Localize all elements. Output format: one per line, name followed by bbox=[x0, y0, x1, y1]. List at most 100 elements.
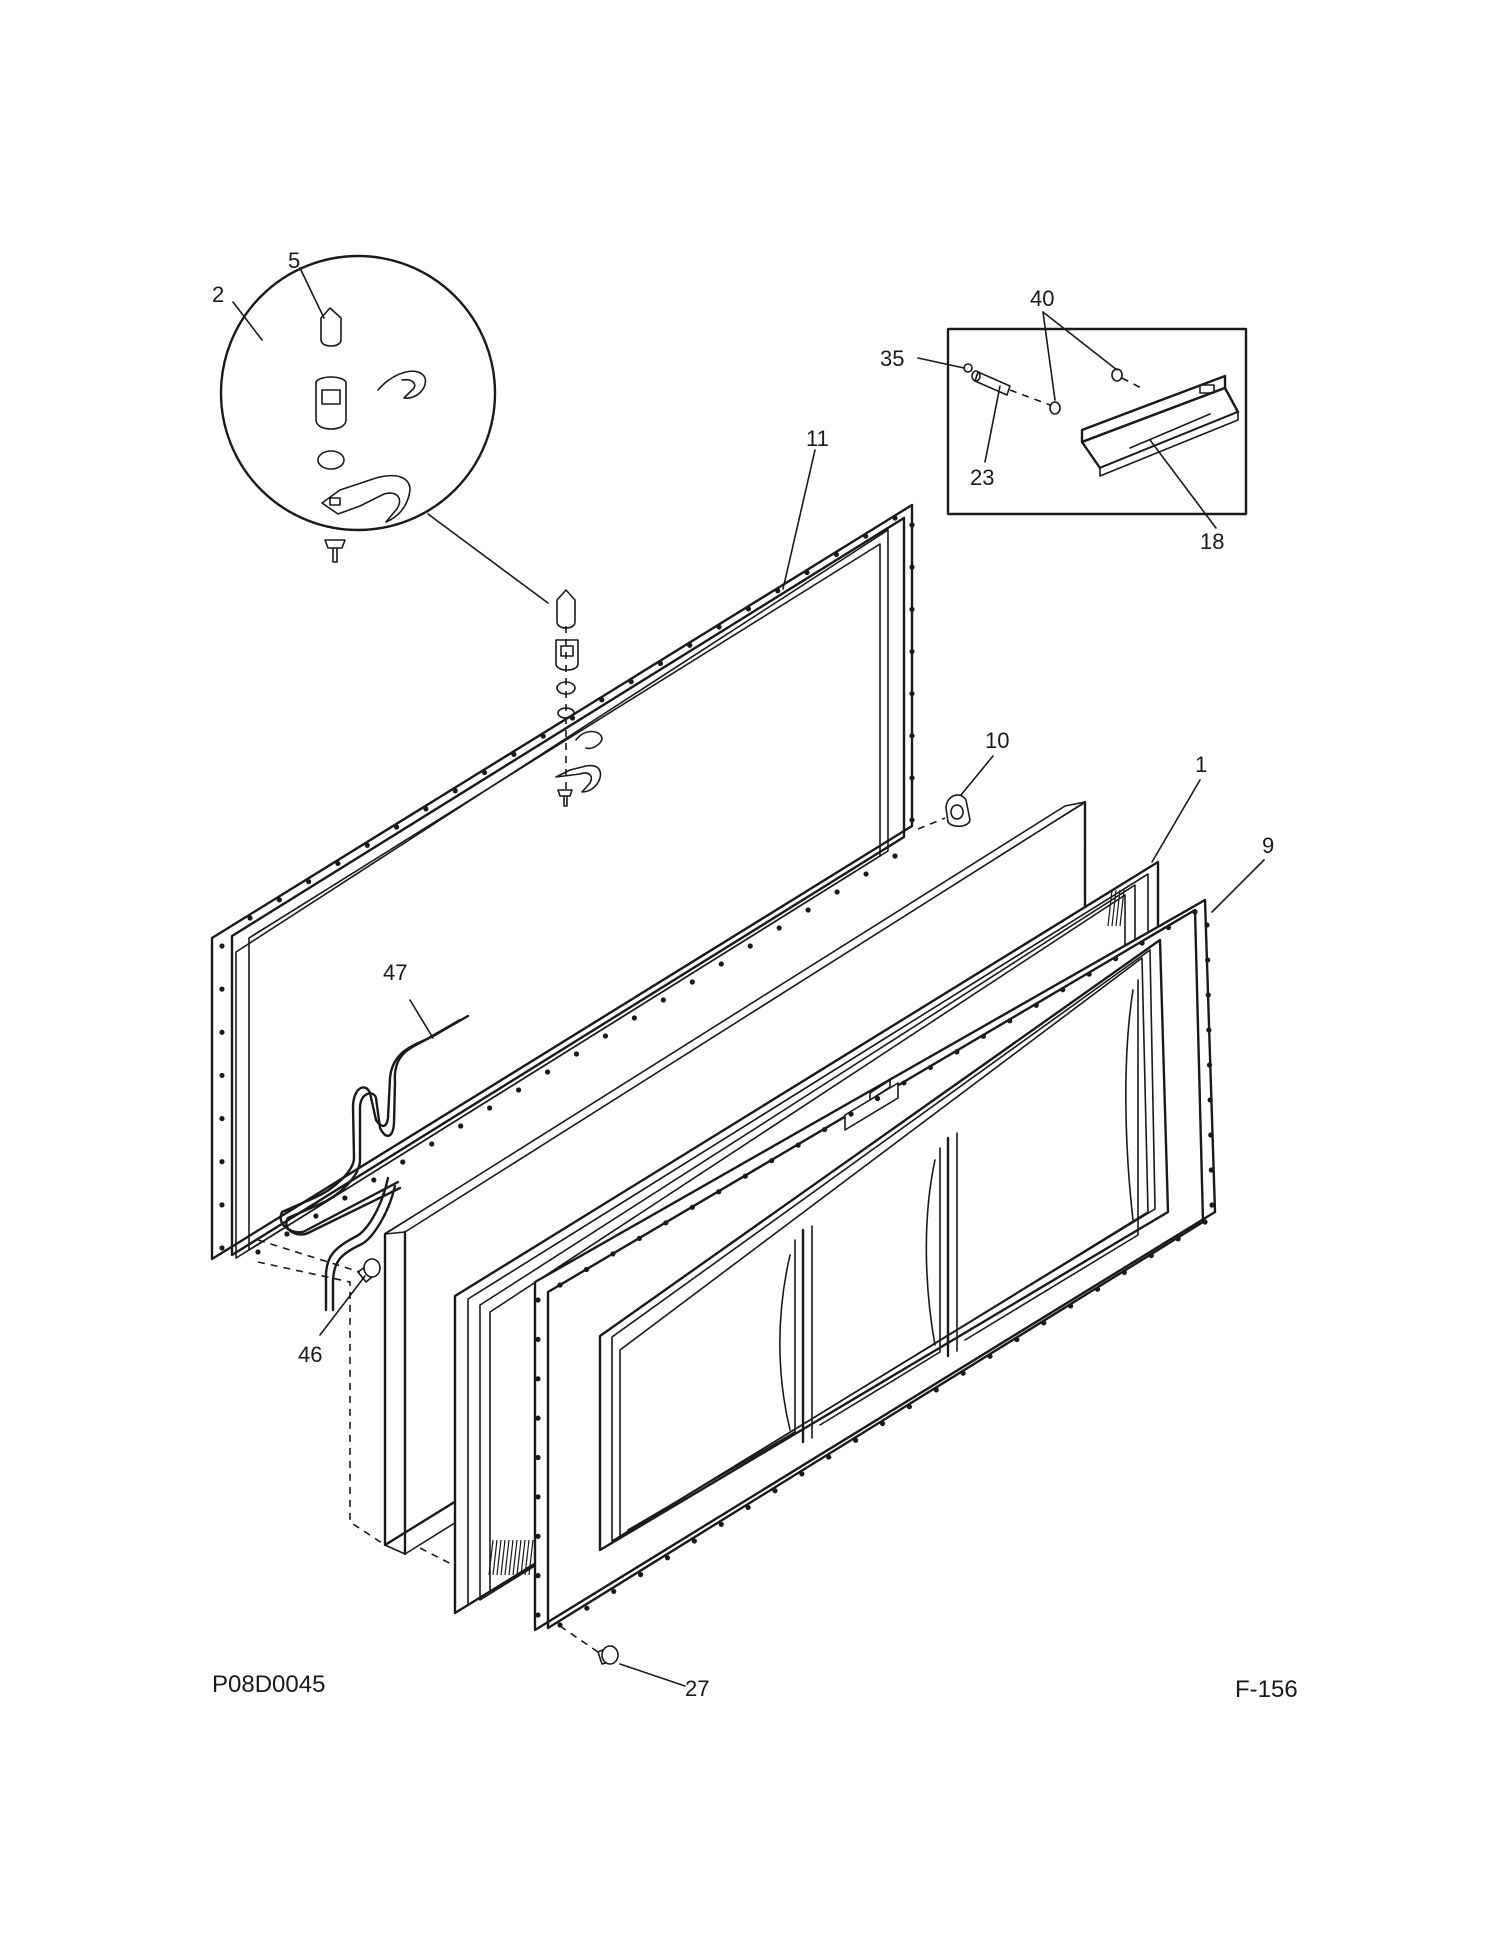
screw-hole bbox=[1113, 956, 1119, 962]
callout-1: 1 bbox=[1195, 752, 1207, 777]
screw-hole bbox=[313, 1213, 319, 1219]
screw-hole bbox=[487, 1105, 493, 1111]
callout-10: 10 bbox=[985, 728, 1009, 753]
hatch-line bbox=[520, 1539, 526, 1576]
hatch-line bbox=[508, 1539, 514, 1576]
screw-hole bbox=[1208, 1132, 1214, 1138]
hatch-line bbox=[488, 1539, 494, 1576]
callout-27: 27 bbox=[685, 1676, 709, 1701]
screw-hole bbox=[927, 1064, 934, 1071]
hatch-line bbox=[524, 1539, 530, 1576]
screw-hole bbox=[1209, 1202, 1215, 1208]
screw-hole bbox=[636, 1235, 642, 1241]
screw-hole bbox=[540, 733, 546, 739]
screw-hole bbox=[833, 551, 839, 557]
hatch-line bbox=[492, 1539, 498, 1576]
screw-hole bbox=[481, 769, 488, 776]
screw-hole bbox=[400, 1159, 406, 1165]
alignment-lines bbox=[257, 817, 946, 1567]
screw-hole bbox=[371, 1177, 377, 1183]
screw-hole bbox=[657, 660, 664, 667]
screw-hole bbox=[393, 824, 400, 830]
screw-hole bbox=[745, 1504, 751, 1511]
screw-hole bbox=[599, 697, 605, 703]
outer-panel-screw-holes bbox=[535, 909, 1215, 1628]
screw-hole bbox=[909, 606, 915, 612]
page-code: F-156 bbox=[1235, 1676, 1298, 1703]
screw-hole bbox=[458, 1123, 464, 1129]
handle-detail-inset bbox=[946, 327, 1248, 516]
screw-hole bbox=[284, 1231, 290, 1237]
screw-hole bbox=[933, 1387, 939, 1393]
screw-hole bbox=[1014, 1336, 1020, 1343]
screw-hole bbox=[1206, 1027, 1212, 1033]
screw-hole bbox=[535, 1533, 541, 1539]
screw-hole bbox=[544, 1069, 551, 1075]
screw-hole bbox=[776, 925, 782, 931]
screw-hole bbox=[1208, 1167, 1214, 1173]
screw-hole bbox=[775, 588, 781, 594]
callout-40: 40 bbox=[1030, 286, 1054, 311]
screw-hole bbox=[535, 1415, 541, 1421]
callout-9: 9 bbox=[1262, 833, 1274, 858]
hatch-line bbox=[512, 1539, 518, 1576]
screw-hole bbox=[909, 733, 915, 739]
screw-hole bbox=[689, 1204, 695, 1210]
screw-hole bbox=[663, 1220, 669, 1226]
screw-hole bbox=[1205, 992, 1211, 998]
lock-parts-on-door bbox=[555, 589, 603, 807]
screw-hole bbox=[602, 1033, 609, 1039]
screw-hole bbox=[219, 986, 225, 992]
screw-hole bbox=[848, 1111, 854, 1117]
lock-detail-inset bbox=[219, 254, 549, 604]
screw-hole bbox=[557, 1282, 563, 1288]
screw-hole bbox=[909, 564, 915, 570]
hatch-line bbox=[516, 1539, 522, 1576]
screw-hole bbox=[716, 624, 722, 630]
screw-hole bbox=[535, 1494, 541, 1500]
screw-hole bbox=[664, 1555, 671, 1561]
callout-18: 18 bbox=[1200, 529, 1224, 554]
hatch-line bbox=[496, 1539, 502, 1576]
screw-hole bbox=[879, 1420, 886, 1427]
hatch-line bbox=[528, 1539, 534, 1576]
screw-hole bbox=[747, 943, 753, 949]
screw-hole bbox=[987, 1353, 993, 1359]
hinge-cap-10 bbox=[945, 794, 971, 828]
screw-hole bbox=[980, 1033, 986, 1039]
screw-hole bbox=[583, 1266, 590, 1273]
callout-labels: 2 5 11 40 35 23 18 10 1 9 47 46 27 bbox=[212, 248, 1274, 1701]
screw-hole bbox=[799, 1471, 805, 1477]
screw-27 bbox=[559, 1625, 619, 1665]
callout-46: 46 bbox=[298, 1342, 322, 1367]
callout-5: 5 bbox=[288, 248, 300, 273]
screw-hole bbox=[863, 533, 869, 539]
screw-hole bbox=[1206, 1062, 1213, 1068]
screw-hole bbox=[892, 515, 898, 521]
screw-hole bbox=[335, 860, 341, 867]
gasket-hatch bbox=[1107, 889, 1125, 927]
screw-hole bbox=[219, 1115, 225, 1122]
screw-hole bbox=[247, 915, 253, 921]
screw-hole bbox=[535, 1376, 541, 1382]
screw-hole bbox=[1041, 1320, 1047, 1326]
screw-hole bbox=[452, 788, 458, 794]
screw-hole bbox=[515, 1087, 522, 1093]
screw-hole bbox=[610, 1251, 616, 1257]
outer-hatch bbox=[488, 1539, 534, 1576]
screw-hole bbox=[826, 1454, 832, 1460]
outer-door-panel bbox=[488, 898, 1217, 1632]
screw-hole bbox=[1121, 1269, 1127, 1275]
screw-hole bbox=[687, 642, 693, 648]
screw-hole bbox=[906, 1404, 912, 1410]
screw-hole bbox=[772, 1488, 778, 1494]
screw-hole bbox=[219, 1072, 225, 1079]
screw-hole bbox=[1068, 1303, 1074, 1309]
screw-hole bbox=[1175, 1236, 1181, 1242]
screw-46 bbox=[257, 1239, 381, 1283]
screw-hole bbox=[1139, 940, 1145, 946]
screw-hole bbox=[805, 907, 811, 913]
screw-hole bbox=[901, 1080, 907, 1086]
screw-hole bbox=[1007, 1018, 1013, 1024]
screw-hole bbox=[909, 648, 915, 655]
